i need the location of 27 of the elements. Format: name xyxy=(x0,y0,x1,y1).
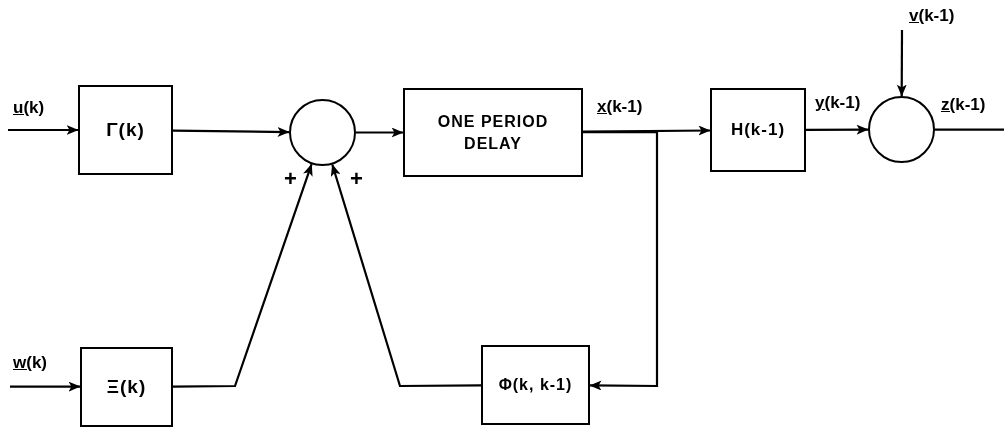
arrow xyxy=(8,125,79,135)
signal-label: x(k-1) xyxy=(596,97,644,117)
block-label: Φ(k, k-1) xyxy=(498,375,573,396)
block xyxy=(403,88,583,177)
block-label: H(k-1) xyxy=(730,118,786,141)
sign-label: + xyxy=(284,166,297,192)
signal-label: z(k-1) xyxy=(940,95,987,115)
arrow xyxy=(330,164,481,388)
sign-label: + xyxy=(350,166,363,192)
block-label: Γ(k) xyxy=(106,118,145,143)
signal-label: u(k) xyxy=(12,98,46,118)
signal-label: v(k-1) xyxy=(908,6,956,26)
block xyxy=(710,88,806,172)
signal-label: y(k-1) xyxy=(814,93,862,113)
arrow xyxy=(173,163,313,388)
arrow xyxy=(806,124,869,135)
arrow xyxy=(896,28,907,97)
block-label: ONE PERIOD DELAY xyxy=(436,111,550,154)
signal-label: w(k) xyxy=(12,353,48,373)
arrow xyxy=(583,130,659,391)
block-label: Ξ(k) xyxy=(106,375,147,400)
arrow xyxy=(173,126,290,137)
block xyxy=(78,85,173,175)
arrow xyxy=(356,127,404,138)
block xyxy=(481,345,590,425)
block xyxy=(80,347,173,427)
arrow xyxy=(10,381,81,392)
